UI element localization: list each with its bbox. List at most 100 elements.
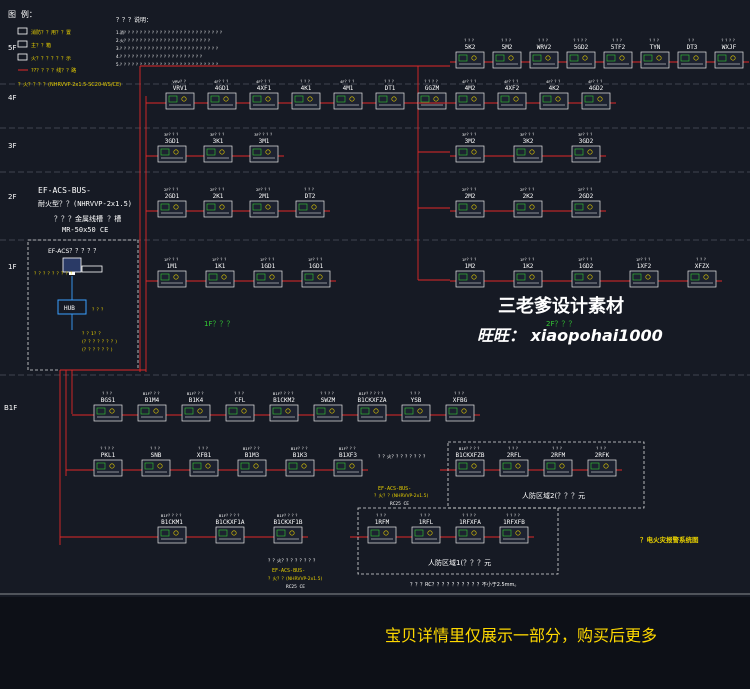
module-1k2[interactable]: 1F？？？1K2 (513, 257, 543, 288)
hub-note: ？？？ (92, 307, 106, 313)
module-xfzx[interactable]: ？？？XFZX (687, 257, 717, 288)
module-pkl1[interactable]: ？？？？PKL1 (93, 446, 123, 477)
module-code: 1M2 (465, 263, 476, 270)
module-desc: B1F？？？ (243, 446, 262, 451)
module-2gd2[interactable]: 2F？？？2GD2 (571, 187, 601, 218)
module-2rfl[interactable]: ？？？2RFL (499, 446, 529, 477)
module-bgs1[interactable]: ？？？BGS1 (93, 391, 123, 422)
module-b1m4[interactable]: B1F？？？B1M4 (137, 391, 167, 422)
module-1gd1[interactable]: 1F？？？1GD1 (301, 257, 331, 288)
module-box (445, 404, 475, 422)
module-box (181, 404, 211, 422)
legend: 图 例： 消防？？用？？置 主？？箱 火？？？？？？示 ??？？？？线？？路 ？… (8, 9, 121, 88)
module-5m2[interactable]: ？？？5M2 (492, 38, 522, 69)
module-b1xf3[interactable]: B1F？？？B1XF3 (333, 446, 363, 477)
module-3m2[interactable]: 3F？？？3M2 (455, 132, 485, 163)
module-b1ckxfzb[interactable]: B1F？？？？B1CKXFZB (456, 446, 485, 477)
detector-icon (219, 149, 225, 155)
module-3m1[interactable]: 3F？？？？3M1 (249, 132, 279, 163)
module-code: 1RFL (419, 519, 434, 526)
module-box (640, 51, 670, 69)
module-4k1[interactable]: ？？？4K1 (291, 79, 321, 110)
module-xfb1[interactable]: ？？？XFB1 (189, 446, 219, 477)
module-1m1[interactable]: 1F？？？1M1 (157, 257, 187, 288)
module-4m1[interactable]: 4F？？？4M1 (333, 79, 363, 110)
module-1rfm[interactable]: ？？？1RFM (367, 513, 397, 544)
module-desc: ？？？？ (100, 446, 115, 451)
module-desc: 4F？？？ (214, 79, 230, 84)
module-vrv1[interactable]: VRV？？VRV1 (165, 79, 195, 110)
module-dt2[interactable]: ？？？DT2 (295, 187, 325, 218)
detector-icon (301, 463, 307, 469)
module-xfbg[interactable]: ？？？XFBG (445, 391, 475, 422)
module-b1ckxf1a[interactable]: B1F？？？？B1CKXF1A (215, 513, 245, 544)
module-b1k4[interactable]: B1F？？？B1K4 (181, 391, 211, 422)
module-1rfl[interactable]: ？？？1RFL (411, 513, 441, 544)
module-desc: 4F？？？ (546, 79, 562, 84)
module-5k2[interactable]: ？？？5K2 (455, 38, 485, 69)
module-box (357, 404, 387, 422)
module-4m2[interactable]: 4F？？？4M2 (455, 79, 485, 110)
module-5tf2[interactable]: ？？？5TF2 (603, 38, 633, 69)
module-code: 1RFXFA (459, 519, 481, 526)
module-3k1[interactable]: 3F？？？3K1 (203, 132, 233, 163)
module-3gd2[interactable]: 3F？？？3GD2 (571, 132, 601, 163)
detector-icon (645, 274, 651, 280)
module-4gd1[interactable]: 4F？？？4GD1 (207, 79, 237, 110)
module-1rfxfa[interactable]: ？？？？1RFXFA (455, 513, 485, 544)
module-3k2[interactable]: 3F？？？3K2 (513, 132, 543, 163)
module-cfl[interactable]: ？？？CFL (225, 391, 255, 422)
module-1k1[interactable]: 1F？？？1K1 (205, 257, 235, 288)
module-snb[interactable]: ？？？SNB (141, 446, 171, 477)
module-dt1[interactable]: ？？？DT1 (375, 79, 405, 110)
module-3gd1[interactable]: 3F？？？3GD1 (157, 132, 187, 163)
module-dt3[interactable]: ？？DT3 (677, 38, 707, 69)
module-1rfxfb[interactable]: ？？？？1RFXFB (499, 513, 529, 544)
sensor-icon (206, 148, 216, 156)
module-box (215, 526, 245, 544)
module-4gd2[interactable]: 4F？？？4GD2 (581, 79, 611, 110)
sensor-icon (502, 529, 512, 537)
module-desc: 3F？？？ (164, 132, 180, 137)
module-wxjf[interactable]: ？？？？WXJF (714, 38, 744, 69)
detector-icon (559, 463, 565, 469)
module-1gd1[interactable]: 1F？？？1GD1 (253, 257, 283, 288)
module-box (269, 404, 299, 422)
module-ggzm[interactable]: ？？？？GGZM (417, 79, 447, 110)
module-b1ckm2[interactable]: B1F？？？？B1CKM2 (269, 391, 299, 422)
sensor-icon (218, 529, 228, 537)
module-5gd2[interactable]: ？？？？5GD2 (566, 38, 596, 69)
module-4xf1[interactable]: 4F？？？4XF1 (249, 79, 279, 110)
detector-icon (373, 408, 379, 414)
module-ysb[interactable]: ？？？YSB (401, 391, 431, 422)
module-desc: ？？？？ (424, 79, 439, 84)
module-b1ckm1[interactable]: B1F？？？？B1CKM1 (157, 513, 187, 544)
module-2k2[interactable]: 2F？？？2K2 (513, 187, 543, 218)
module-wrv2[interactable]: ？？？WRV2 (529, 38, 559, 69)
sensor-icon (316, 407, 326, 415)
sensor-icon (458, 273, 468, 281)
module-2gd1[interactable]: 2F？？？2GD1 (157, 187, 187, 218)
module-2m2[interactable]: 2F？？？2M2 (455, 187, 485, 218)
module-2k1[interactable]: 2F？？？2K1 (203, 187, 233, 218)
module-4k2[interactable]: 4F？？？4K2 (539, 79, 569, 110)
module-box (301, 270, 331, 288)
module-box (513, 270, 543, 288)
module-tyn[interactable]: ？？？TYN (640, 38, 670, 69)
module-b1k3[interactable]: B1F？？？B1K3 (285, 446, 315, 477)
module-b1ckxf1b[interactable]: B1F？？？？B1CKXF1B (274, 513, 303, 544)
module-swzm[interactable]: ？？？？SWZM (313, 391, 343, 422)
module-2m1[interactable]: 2F？？？2M1 (249, 187, 279, 218)
module-box (249, 200, 279, 218)
module-2rfm[interactable]: ？？？2RFM (543, 446, 573, 477)
module-b1m3[interactable]: B1F？？？B1M3 (237, 446, 267, 477)
sensor-icon (294, 95, 304, 103)
module-4xf2[interactable]: 4F？？？4XF2 (497, 79, 527, 110)
module-1gd2[interactable]: 1F？？？1GD2 (571, 257, 601, 288)
module-b1ckxfza[interactable]: B1F？？？？？B1CKXFZA (357, 391, 387, 422)
module-1m2[interactable]: 1F？？？1M2 (455, 257, 485, 288)
module-desc: 1F？？？ (578, 257, 594, 262)
module-2rfk[interactable]: ？？？2RFK (587, 446, 617, 477)
module-1xf2[interactable]: 1F？？？1XF2 (629, 257, 659, 288)
